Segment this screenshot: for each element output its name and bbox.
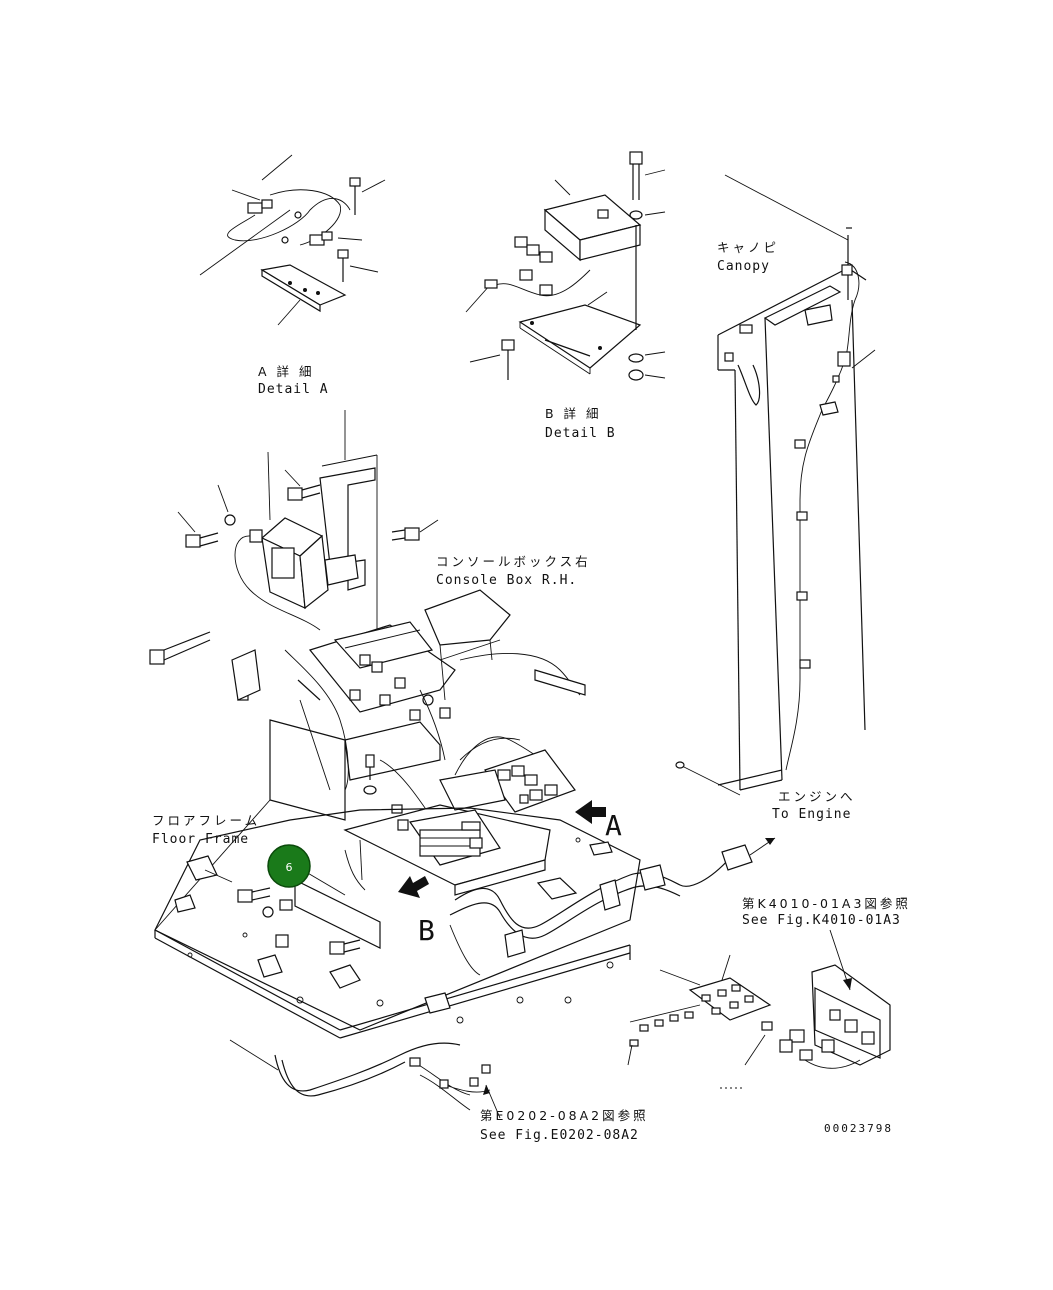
console-label-jp: コンソールボックス右 [436, 554, 591, 569]
callout-6-leader [305, 871, 346, 896]
console-label-en: Console Box R.H. [436, 573, 577, 588]
see-fig-e-label-en: See Fig.E0202-08A2 [480, 1128, 639, 1143]
console-drawing [149, 410, 606, 898]
to-engine-label-en: To Engine [772, 807, 851, 822]
floor-frame-label-jp: フロアフレーム [152, 813, 260, 828]
see-fig-k-label-jp: 第K4010-01A3図参照 [742, 896, 911, 911]
detail-b-drawing [465, 151, 666, 381]
detail-a-label-jp: A 詳 細 [258, 364, 315, 379]
canopy-drawing [717, 174, 876, 791]
to-engine-label-jp: エンジンへ [778, 789, 856, 804]
see-fig-e-label-jp: 第E0202-08A2図参照 [480, 1108, 649, 1123]
fuse-box-detail-drawing [627, 929, 891, 1089]
floor-frame-label-en: Floor Frame [152, 832, 249, 847]
callout-6-number: 6 [286, 861, 293, 874]
detail-a-label-en: Detail A [258, 382, 329, 397]
detail-a-drawing [199, 154, 386, 326]
see-fig-k-label-en: See Fig.K4010-01A3 [742, 913, 901, 928]
drawing-number: 00023798 [824, 1122, 893, 1135]
view-arrow-b-label: B [418, 914, 435, 947]
detail-b-label-jp: B 詳 細 [545, 406, 602, 421]
detail-b-label-en: Detail B [545, 426, 616, 441]
callout-6-marker[interactable]: 6 [267, 844, 311, 888]
canopy-label-en: Canopy [717, 259, 770, 274]
canopy-label-jp: キャノピ [717, 240, 779, 255]
floor-frame-drawing [154, 761, 776, 1119]
view-arrow-a-label: A [605, 809, 622, 842]
